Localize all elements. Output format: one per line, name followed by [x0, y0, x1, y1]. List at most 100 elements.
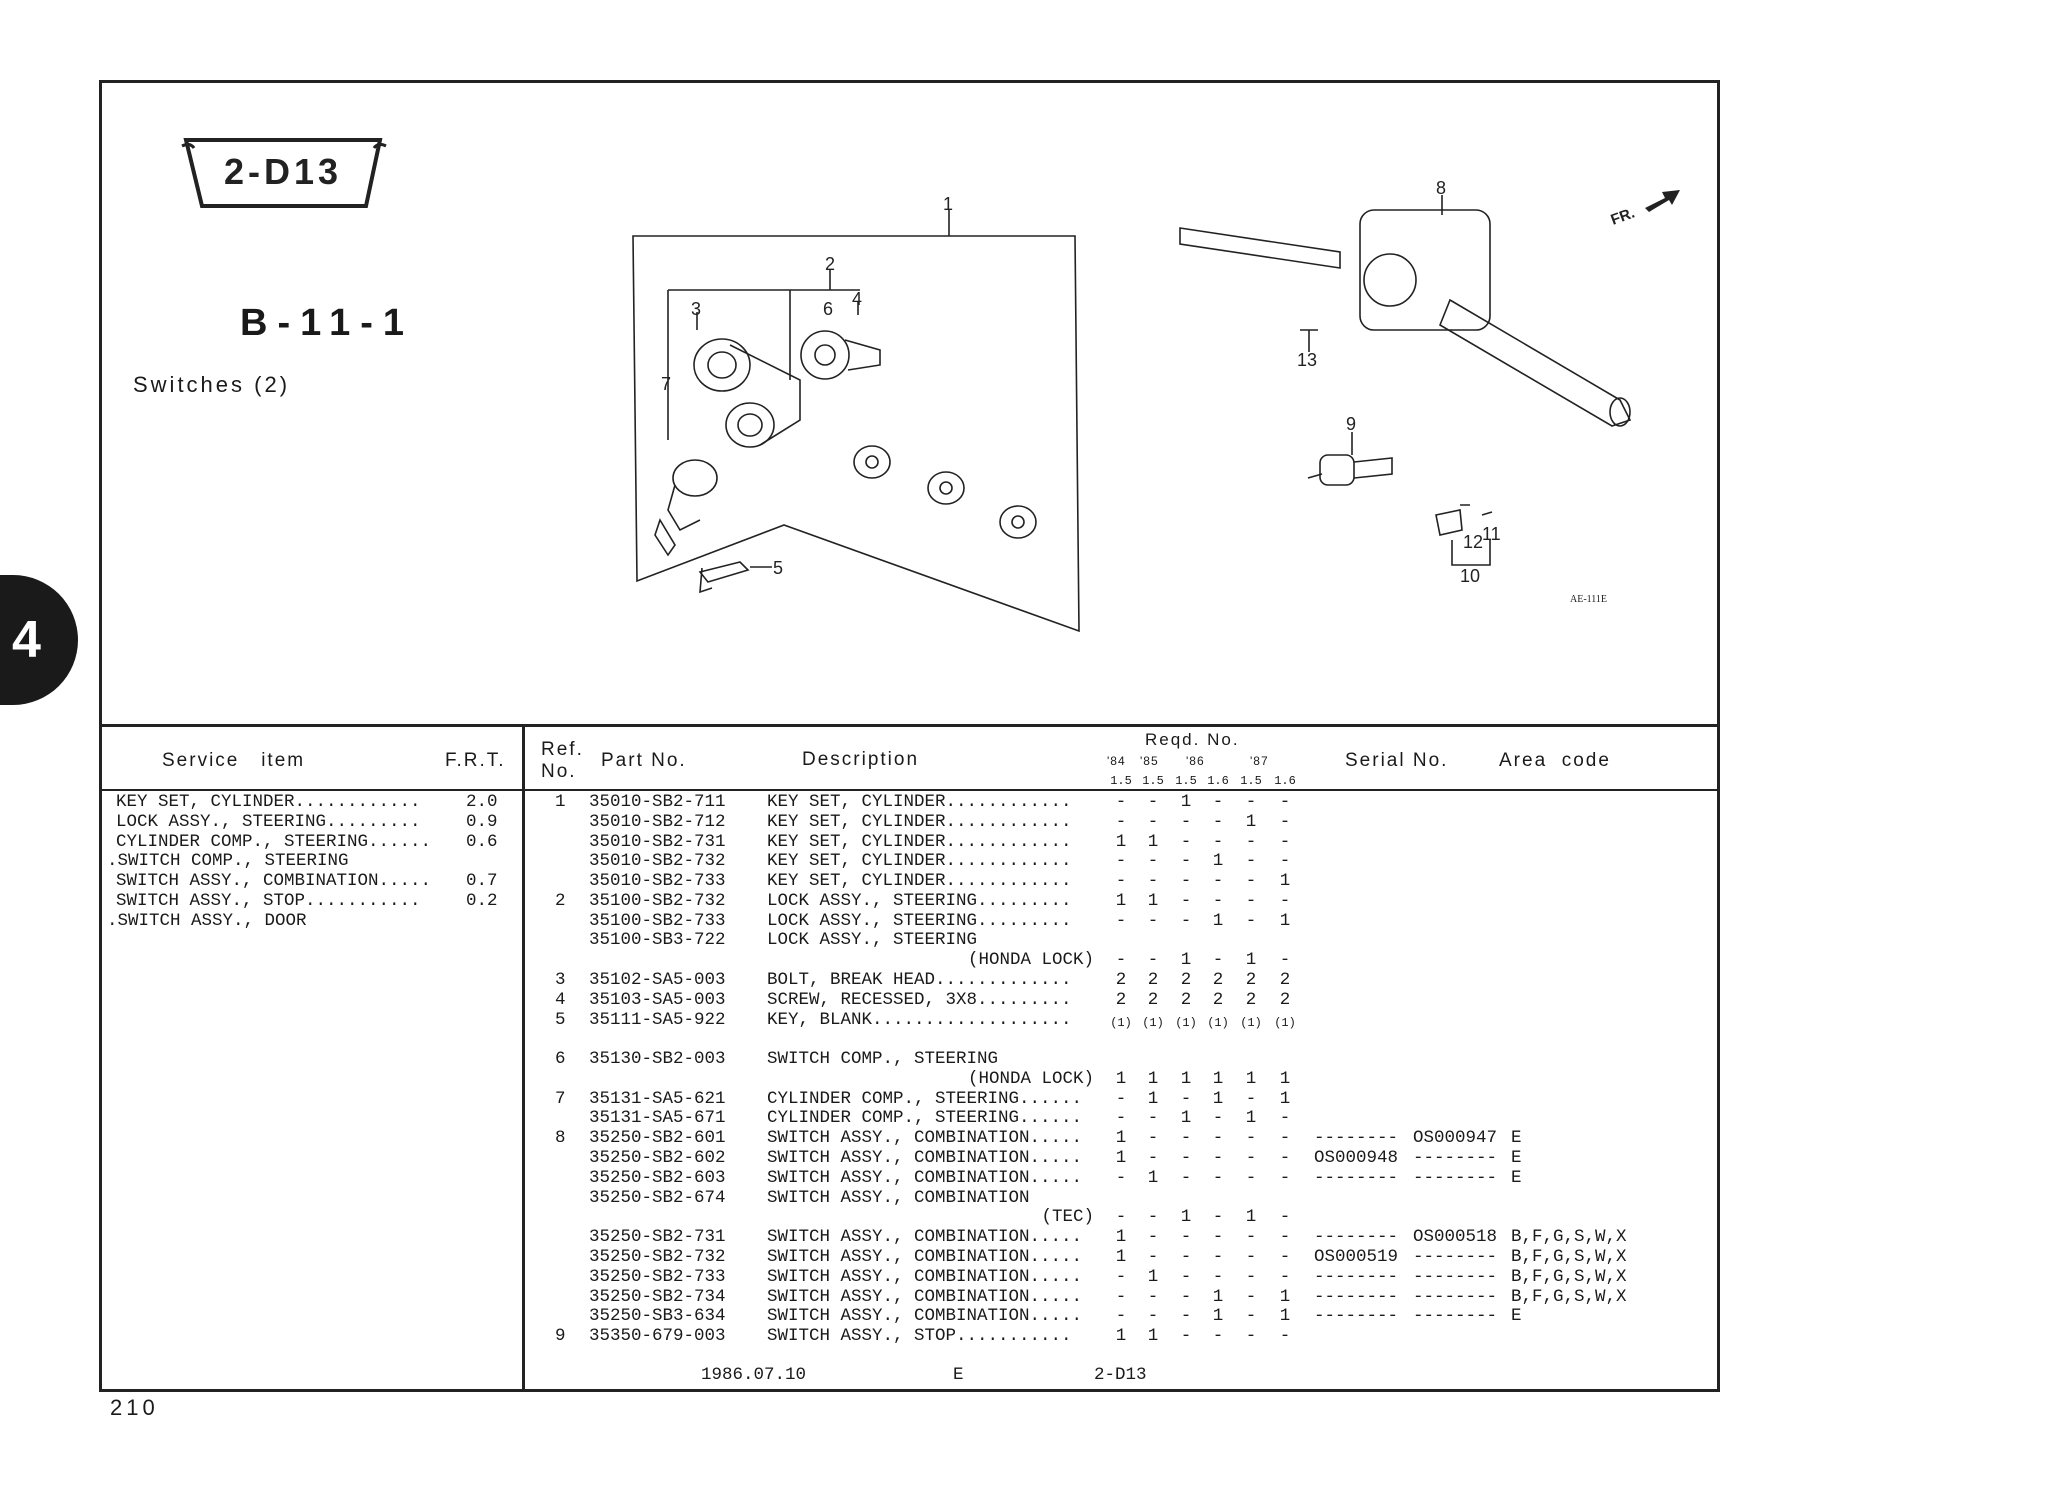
page-number: 210 [110, 1395, 159, 1420]
steering-lock-part [654, 330, 881, 557]
qty: - [1212, 1108, 1224, 1129]
qty: - [1147, 950, 1159, 971]
description: BOLT, BREAK HEAD............. [767, 970, 1072, 991]
qty: - [1245, 1088, 1257, 1109]
qty: - [1245, 1306, 1257, 1327]
qty: - [1180, 1167, 1192, 1188]
part-number: 35250-SB2-674 [589, 1187, 726, 1208]
service-item: SWITCH ASSY., STOP........... [116, 890, 421, 911]
service-item: .SWITCH COMP., STEERING [107, 851, 349, 872]
description: SWITCH ASSY., COMBINATION..... [767, 1148, 1083, 1169]
qty: - [1245, 1326, 1257, 1347]
part-number: 35250-SB2-731 [589, 1227, 726, 1248]
qty: - [1212, 1326, 1224, 1347]
parts-diagram: 1 2 3 4 5 6 7 8 9 10 11 12 13 AE-111E FR… [632, 178, 1680, 633]
callout-5: 5 [773, 558, 783, 578]
qty: - [1279, 890, 1291, 911]
year-85: '85 [1140, 754, 1159, 768]
qty: - [1245, 910, 1257, 931]
callout-2: 2 [825, 254, 835, 274]
qty: 1 [1212, 1306, 1224, 1327]
qty: - [1279, 851, 1291, 872]
section-title: Switches (2) [133, 372, 291, 397]
qty: - [1212, 1266, 1224, 1287]
qty: - [1147, 1306, 1159, 1327]
description: LOCK ASSY., STEERING [767, 930, 978, 951]
ref-no: 1 [555, 792, 566, 812]
frt-value: 0.7 [466, 871, 498, 892]
part-number: 35010-SB2-711 [589, 792, 726, 812]
qty: - [1279, 792, 1291, 812]
part-number: 35250-SB2-734 [589, 1286, 726, 1307]
ref-no: 6 [555, 1049, 566, 1070]
year-86: '86 [1186, 754, 1205, 768]
area-code: B,F,G,S,W,X [1511, 1227, 1627, 1248]
qty: 1 [1212, 1088, 1224, 1109]
description-note: (HONDA LOCK) [967, 950, 1094, 971]
qty: 1 [1212, 851, 1224, 872]
qty: - [1279, 831, 1291, 852]
qty: - [1245, 1167, 1257, 1188]
qty: - [1180, 1286, 1192, 1307]
header-reqd-no: Reqd. No. [1145, 730, 1240, 749]
description: KEY SET, CYLINDER............ [767, 792, 1072, 812]
part-number: 35100-SB2-732 [589, 890, 726, 911]
qty: 1 [1147, 1266, 1159, 1287]
description: SWITCH ASSY., COMBINATION..... [767, 1306, 1083, 1327]
qty: 1 [1180, 1068, 1192, 1089]
ref-no: 9 [555, 1326, 566, 1347]
part-number: 35010-SB2-732 [589, 851, 726, 872]
part-number: 35111-SA5-922 [589, 1009, 726, 1030]
qty: 2 [1180, 970, 1192, 991]
qty: 1 [1212, 1068, 1224, 1089]
qty: 1 [1115, 1128, 1127, 1149]
qty: 2 [1279, 989, 1291, 1010]
qty: 1 [1279, 1088, 1291, 1109]
footer-date: 1986.07.10 [701, 1365, 807, 1385]
qty: - [1147, 851, 1159, 872]
qty: - [1279, 1148, 1291, 1169]
area-code: B,F,G,S,W,X [1511, 1266, 1627, 1287]
diagram-code: AE-111E [1570, 594, 1607, 605]
qty: - [1279, 1227, 1291, 1248]
qty: - [1279, 811, 1291, 832]
part-number: 35250-SB2-601 [589, 1128, 726, 1149]
qty: - [1180, 1088, 1192, 1109]
qty: - [1180, 811, 1192, 832]
qty: - [1180, 1246, 1192, 1267]
service-item: SWITCH ASSY., COMBINATION..... [116, 871, 432, 892]
qty: - [1180, 1306, 1192, 1327]
qty: - [1147, 1108, 1159, 1129]
part-number: 35250-SB3-634 [589, 1306, 726, 1327]
serial-to: -------- [1413, 1306, 1498, 1327]
divider [522, 724, 525, 1392]
description: SWITCH ASSY., COMBINATION..... [767, 1128, 1083, 1149]
qty: 1 [1115, 890, 1127, 911]
qty: - [1245, 1286, 1257, 1307]
part-number: 35350-679-003 [589, 1326, 726, 1347]
header-description: Description [802, 749, 920, 770]
qty: - [1212, 1128, 1224, 1149]
description: SWITCH ASSY., COMBINATION..... [767, 1266, 1083, 1287]
part-number: 35131-SA5-621 [589, 1088, 726, 1109]
qty: - [1115, 910, 1127, 931]
qty: 2 [1147, 970, 1159, 991]
area-code: B,F,G,S,W,X [1511, 1286, 1627, 1307]
qty: 1 [1180, 950, 1192, 971]
serial-from: -------- [1314, 1266, 1399, 1287]
callout-7: 7 [661, 374, 671, 394]
serial-to: OS000518 [1413, 1227, 1498, 1248]
qty: - [1279, 1167, 1291, 1188]
description-note: (HONDA LOCK) [967, 1068, 1094, 1089]
qty: 1 [1147, 1326, 1159, 1347]
qty: - [1147, 1148, 1159, 1169]
serial-from: OS000948 [1314, 1148, 1399, 1169]
qty: 1 [1115, 831, 1127, 852]
service-item: .SWITCH ASSY., DOOR [107, 910, 307, 931]
qty: 2 [1245, 970, 1257, 991]
serial-from: -------- [1314, 1167, 1399, 1188]
qty: 1 [1212, 910, 1224, 931]
section-badge: 2-D13 [181, 138, 387, 208]
qty: - [1245, 1266, 1257, 1287]
header-service-item: Service item [162, 750, 306, 771]
